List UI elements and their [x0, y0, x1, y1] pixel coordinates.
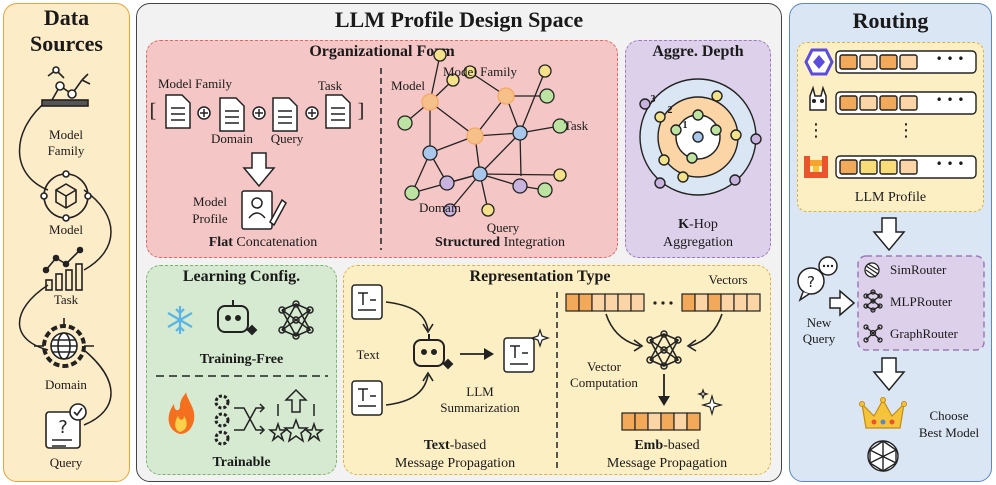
robot-icon [217, 300, 258, 336]
structured-query-label: Query [486, 220, 520, 235]
routing-title: Routing [852, 8, 929, 33]
sim-router-label: SimRouter [890, 262, 947, 277]
qwen-logo-icon [804, 48, 834, 76]
hop-3-label: 3 [650, 94, 656, 105]
structured-integration-caption: Structured Integration [435, 235, 565, 250]
flat-bracket-open: [ [149, 100, 157, 122]
profile-row-mistral [835, 155, 977, 179]
text-doc-icon [503, 337, 535, 373]
neural-net-icon [646, 330, 682, 370]
source-query-label: Query [49, 455, 83, 470]
vdots-right: ⋮ [897, 120, 915, 141]
vector-row-result [621, 412, 701, 431]
snowflake-icon [167, 306, 193, 334]
question-doc-icon: ? [45, 403, 87, 449]
vector-row-right [681, 293, 761, 312]
gears-shuffle-icon [214, 394, 266, 446]
new-query-label: New Query [802, 315, 836, 346]
mlp-router-icon [863, 289, 883, 313]
sparkle-icon [697, 388, 724, 417]
hop-2-label: 2 [667, 105, 673, 116]
stars-up-icon [267, 388, 325, 443]
document-icon [272, 97, 298, 132]
chart-icon [42, 246, 84, 291]
data-sources-title: Data Sources [30, 5, 103, 56]
flat-domain-label: Domain [211, 131, 253, 146]
choose-best-model-label: Choose Best Model [918, 408, 980, 440]
mlp-router-label: MLPRouter [890, 294, 953, 309]
source-task-label: Task [53, 292, 79, 307]
llama-logo-icon [809, 85, 827, 111]
aggregation-depth-title: Aggre. Depth [652, 43, 744, 60]
ellipsis-row-1: • • • [935, 52, 965, 66]
structured-model-label: Model [391, 78, 425, 93]
model-hexagon-icon [40, 170, 92, 222]
robot-icon [413, 334, 454, 370]
flat-query-label: Query [270, 131, 304, 146]
network-sphere-icon [867, 440, 899, 472]
model-profile-label: Model Profile [192, 194, 228, 226]
profile-doc-icon [241, 190, 287, 230]
learning-config-panel [146, 265, 337, 475]
organizational-form-title: Organizational Form [309, 43, 455, 60]
structured-model-family-label: Model Family [442, 64, 518, 79]
document-icon [219, 97, 245, 132]
llm-summarization-label: LLM Summarization [440, 384, 520, 415]
sim-router-icon [864, 262, 880, 278]
robot-arm-icon [41, 66, 91, 107]
text-doc-icon [351, 380, 383, 416]
flat-task-label: Task [317, 78, 343, 93]
profile-row-llama [835, 91, 977, 115]
neural-net-icon [278, 300, 314, 340]
flat-bracket-close: ] [357, 100, 365, 122]
representation-type-title: Representation Type [469, 268, 611, 285]
ellipsis-row-3: • • • [935, 157, 965, 171]
sparkle-icon [530, 328, 550, 348]
flat-concatenation-caption: Flat Concatenation [208, 235, 318, 250]
vectors-label: Vectors [708, 272, 748, 287]
document-icon [325, 94, 351, 129]
crown-icon [859, 397, 907, 429]
vector-computation-label: Vector Computation [570, 359, 638, 390]
structured-task-label: Task [563, 118, 589, 133]
structured-graph [397, 48, 568, 217]
chat-question-icon: ? [797, 256, 838, 302]
text-based-caption: Text-based Message Propagation [394, 438, 516, 471]
design-space-title: LLM Profile Design Space [334, 7, 584, 32]
globe-gear-icon [34, 318, 94, 368]
trainable-label: Trainable [212, 455, 271, 470]
training-free-label: Training-Free [199, 352, 284, 367]
mistral-logo-icon [804, 156, 828, 178]
svg-text:?: ? [58, 417, 68, 438]
document-icon [165, 94, 191, 129]
profile-row-qwen [835, 50, 977, 74]
emb-based-caption: Emb-based Message Propagation [606, 438, 728, 471]
vdots-left: ⋮ [807, 120, 825, 141]
vector-row-left [565, 293, 645, 312]
fire-icon [168, 392, 195, 434]
llm-profile-caption: LLM Profile [854, 190, 927, 205]
text-label: Text [356, 347, 380, 362]
ellipsis-row-2: • • • [935, 93, 965, 107]
text-doc-icon [351, 284, 383, 320]
source-model-label: Model [49, 222, 83, 237]
learning-config-title: Learning Config. [182, 268, 301, 285]
graph-router-label: GraphRouter [890, 326, 958, 341]
organizational-form-panel [146, 40, 618, 258]
structured-domain-label: Domain [419, 200, 461, 215]
k-hop-caption: K-Hop Aggregation [663, 217, 733, 250]
source-domain-label: Domain [45, 377, 87, 392]
svg-text:?: ? [807, 273, 815, 291]
hop-1-label: 1 [682, 120, 688, 131]
graph-router-icon [863, 324, 883, 343]
flat-model-family-label: Model Family [157, 76, 233, 91]
